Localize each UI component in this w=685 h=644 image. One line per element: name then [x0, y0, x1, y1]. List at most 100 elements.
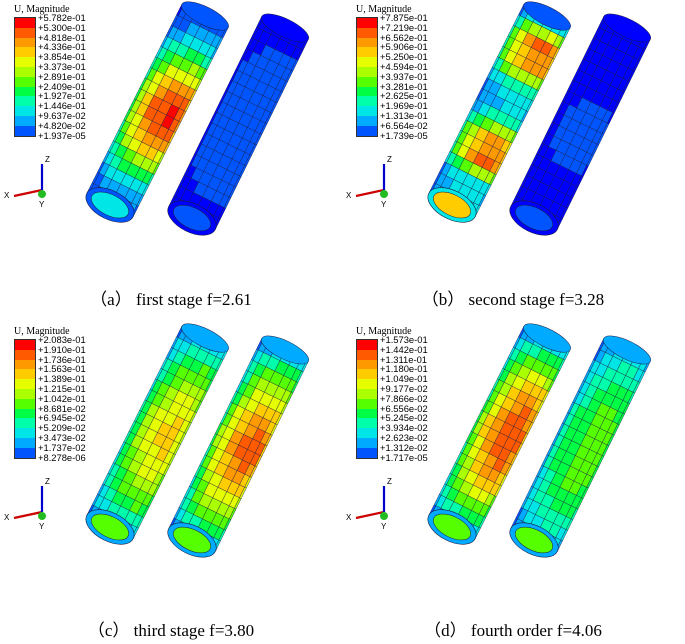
tube-top-cap	[261, 335, 309, 365]
legend-tick-label: +4.336e-01	[38, 41, 86, 53]
left-tube	[85, 323, 229, 545]
legend-tick-label: +1.737e-02	[38, 441, 86, 453]
legend-tick-label: +3.937e-01	[380, 70, 428, 82]
left-tube	[85, 1, 229, 223]
legend-tick-label: +6.945e-02	[38, 412, 86, 424]
x-axis-label: X	[4, 191, 10, 200]
legend-swatch	[15, 106, 35, 116]
y-axis-marker	[380, 512, 388, 520]
tube-top-cap	[181, 323, 229, 353]
legend-swatch	[15, 447, 35, 458]
tube-top-cap	[181, 1, 229, 31]
right-tube	[509, 13, 651, 236]
legend-tick-label: +9.177e-02	[380, 383, 428, 394]
legend-swatch	[357, 359, 377, 370]
legend-title: U, Magnitude	[14, 4, 70, 15]
legend-tick-label: +5.209e-02	[38, 422, 86, 434]
tube-end-inner	[433, 513, 471, 541]
legend-color-bar	[14, 17, 36, 137]
right-tube	[167, 13, 309, 236]
legend-tick-label: +5.250e-01	[380, 51, 428, 63]
y-axis-marker	[380, 190, 388, 198]
axis-triad: XZY	[346, 477, 392, 531]
legend-tick-label: +1.739e-05	[380, 129, 428, 141]
legend-title: U, Magnitude	[14, 326, 70, 337]
legend-tick-label: +4.818e-01	[38, 31, 86, 43]
y-axis-label: Y	[39, 200, 45, 209]
tube-end-inner	[172, 526, 212, 554]
legend-swatch	[357, 398, 377, 409]
legend-swatch	[15, 27, 35, 38]
color-legend: U, Magnitude+7.875e-01+7.219e-01+6.562e-…	[356, 4, 428, 140]
legend-tick-label: +6.562e-01	[380, 31, 428, 43]
panel-caption: （c） third stage f=3.80	[87, 621, 255, 640]
x-axis-arrow	[13, 188, 43, 198]
legend-tick-label: +8.278e-06	[38, 451, 86, 463]
tube-render: XZY	[346, 323, 651, 558]
panel-caption: （a） first stage f=2.61	[90, 290, 252, 309]
tube-top-cap	[523, 323, 571, 353]
tube-render: XZY	[346, 1, 651, 236]
legend-tick-label: +7.866e-02	[380, 392, 428, 404]
legend-swatch	[15, 428, 35, 438]
legend-tick-label: +1.717e-05	[380, 451, 428, 463]
legend-swatch	[15, 349, 35, 360]
legend-swatch	[15, 66, 35, 77]
x-axis-label: X	[4, 513, 10, 522]
legend-tick-label: +1.442e-01	[380, 343, 428, 355]
x-axis-arrow	[355, 510, 385, 520]
legend-swatch	[15, 37, 35, 48]
legend-swatch	[357, 418, 377, 429]
tube-end-inner	[172, 204, 212, 232]
legend-swatch	[15, 125, 35, 136]
legend-swatch	[15, 96, 35, 107]
legend-tick-label: +2.083e-01	[38, 334, 86, 345]
legend-tick-label: +1.313e-01	[380, 110, 428, 121]
right-tube	[509, 335, 651, 558]
x-axis-label: X	[346, 513, 352, 522]
legend-swatch	[15, 340, 35, 350]
legend-swatch	[357, 57, 377, 67]
legend-swatch	[357, 86, 377, 97]
legend-swatch	[15, 437, 35, 448]
legend-tick-label: +1.910e-01	[38, 343, 86, 355]
tube-render: XZY	[4, 323, 309, 558]
legend-tick-label: +3.854e-01	[38, 51, 86, 63]
legend-color-bar	[356, 339, 378, 459]
legend-tick-label: +1.563e-01	[38, 363, 86, 375]
legend-tick-label: +3.934e-02	[380, 422, 428, 434]
color-legend: U, Magnitude+1.573e-01+1.442e-01+1.311e-…	[356, 326, 428, 462]
axis-triad: XZY	[4, 477, 50, 531]
tube-top-cap	[261, 13, 309, 43]
legend-swatch	[15, 369, 35, 380]
z-axis-label: Z	[45, 477, 50, 486]
legend-swatch	[357, 106, 377, 116]
y-axis-marker	[38, 190, 46, 198]
legend-swatch	[15, 18, 35, 28]
legend-swatch	[357, 437, 377, 448]
legend-tick-label: +7.875e-01	[380, 12, 428, 23]
color-legend: U, Magnitude+2.083e-01+1.910e-01+1.736e-…	[14, 326, 86, 462]
legend-tick-label: +1.312e-02	[380, 441, 428, 453]
legend-tick-label: +7.219e-01	[380, 21, 428, 33]
legend-tick-label: +6.564e-02	[380, 119, 428, 131]
tube-end-inner	[91, 513, 129, 541]
legend-tick-label: +1.969e-01	[380, 100, 428, 112]
legend-tick-label: +1.937e-05	[38, 129, 86, 141]
x-axis-label: X	[346, 191, 352, 200]
legend-tick-label: +1.736e-01	[38, 353, 86, 365]
legend-tick-label: +2.625e-01	[380, 90, 428, 102]
y-axis-marker	[38, 512, 46, 520]
legend-swatch	[357, 340, 377, 350]
legend-swatch	[357, 96, 377, 107]
legend-tick-label: +2.409e-01	[38, 80, 86, 92]
left-tube	[427, 1, 571, 223]
legend-swatch	[15, 57, 35, 67]
legend-swatch	[15, 418, 35, 429]
legend-tick-label: +1.042e-01	[38, 392, 86, 404]
legend-tick-label: +1.215e-01	[38, 383, 86, 394]
legend-tick-label: +4.594e-01	[380, 61, 428, 72]
